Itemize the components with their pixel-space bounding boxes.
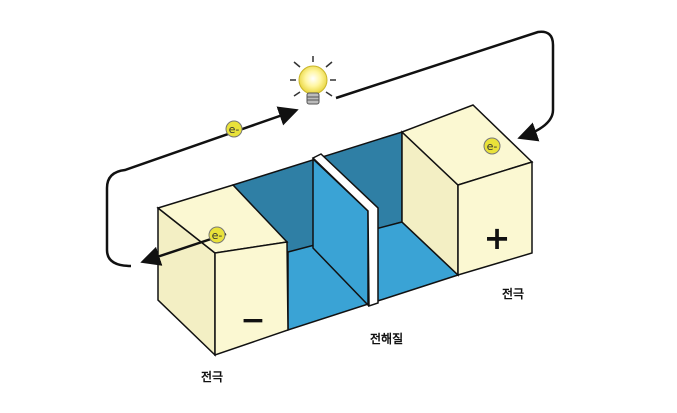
electron-label: e- [487, 140, 498, 153]
negative-sign: − [240, 303, 265, 338]
electron-label: e- [212, 229, 223, 242]
light-bulb-icon [290, 56, 336, 105]
electron-label: e- [229, 123, 240, 136]
separator-edge [311, 153, 379, 308]
electron-icon: e- [225, 120, 243, 138]
left-electrode-label: 전극 [201, 370, 224, 384]
positive-sign: + [484, 219, 511, 257]
right-electrode-label: 전극 [502, 287, 525, 301]
electron-icon: e- [483, 137, 501, 155]
right-electrode-front [457, 160, 533, 277]
left-electrode-front [214, 241, 289, 357]
wire-right [335, 30, 555, 142]
wire-left [105, 106, 299, 268]
electron-icon: e- [208, 226, 226, 244]
electrolyte-label: 전해질 [370, 332, 404, 346]
